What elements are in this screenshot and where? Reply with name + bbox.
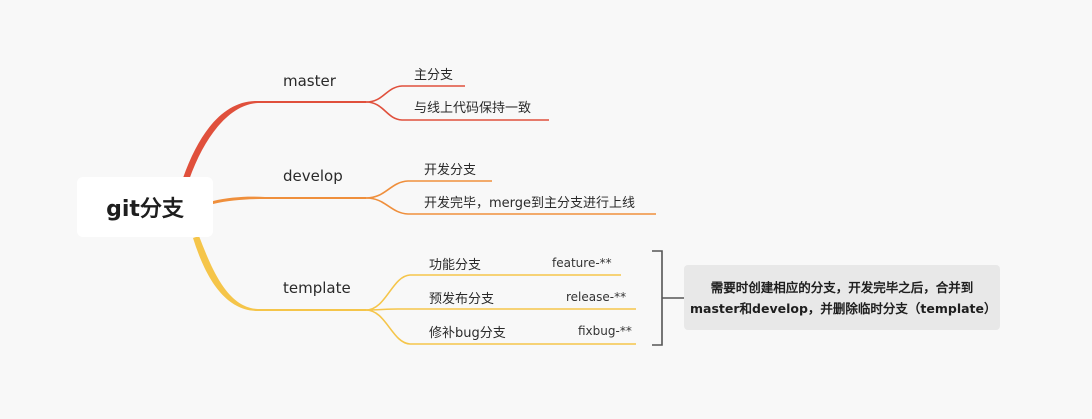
link-template-leaf3 [365, 309, 636, 345]
link-root-template [193, 236, 265, 311]
leaf-template-release[interactable]: 预发布分支 [429, 292, 495, 307]
root-node[interactable]: git分支 [77, 177, 213, 237]
link-template-leaf2 [365, 308, 636, 311]
leaf-develop-dev[interactable]: 开发分支 [424, 163, 477, 178]
summary-note-text: 需要时创建相应的分支，开发完毕之后，合并到master和develop，并删除临… [690, 279, 997, 316]
link-develop-leaf2 [365, 197, 656, 215]
link-master-leaf2 [365, 101, 549, 121]
leaf-develop-merge[interactable]: 开发完毕，merge到主分支进行上线 [424, 196, 636, 211]
link-master-leaf1 [365, 85, 465, 103]
leaf-template-fixbug[interactable]: 修补bug分支 [429, 326, 506, 341]
leaf-template-fixbug-sub[interactable]: fixbug-** [578, 324, 632, 338]
summary-note[interactable]: 需要时创建相应的分支，开发完毕之后，合并到master和develop，并删除临… [684, 265, 1000, 330]
leaf-master-sync[interactable]: 与线上代码保持一致 [414, 101, 532, 116]
branch-template[interactable]: template [283, 279, 351, 297]
link-develop-leaf1 [365, 180, 492, 199]
leaf-template-feature[interactable]: 功能分支 [429, 258, 482, 273]
branch-develop[interactable]: develop [283, 167, 343, 185]
link-root-master [183, 100, 265, 180]
leaf-template-release-sub[interactable]: release-** [566, 290, 627, 304]
leaf-master-main[interactable]: 主分支 [414, 68, 454, 83]
link-template-leaf1 [365, 274, 621, 311]
branch-master[interactable]: master [283, 72, 336, 90]
link-root-develop [213, 196, 265, 204]
leaf-template-feature-sub[interactable]: feature-** [552, 256, 612, 270]
summary-bracket [652, 250, 663, 346]
